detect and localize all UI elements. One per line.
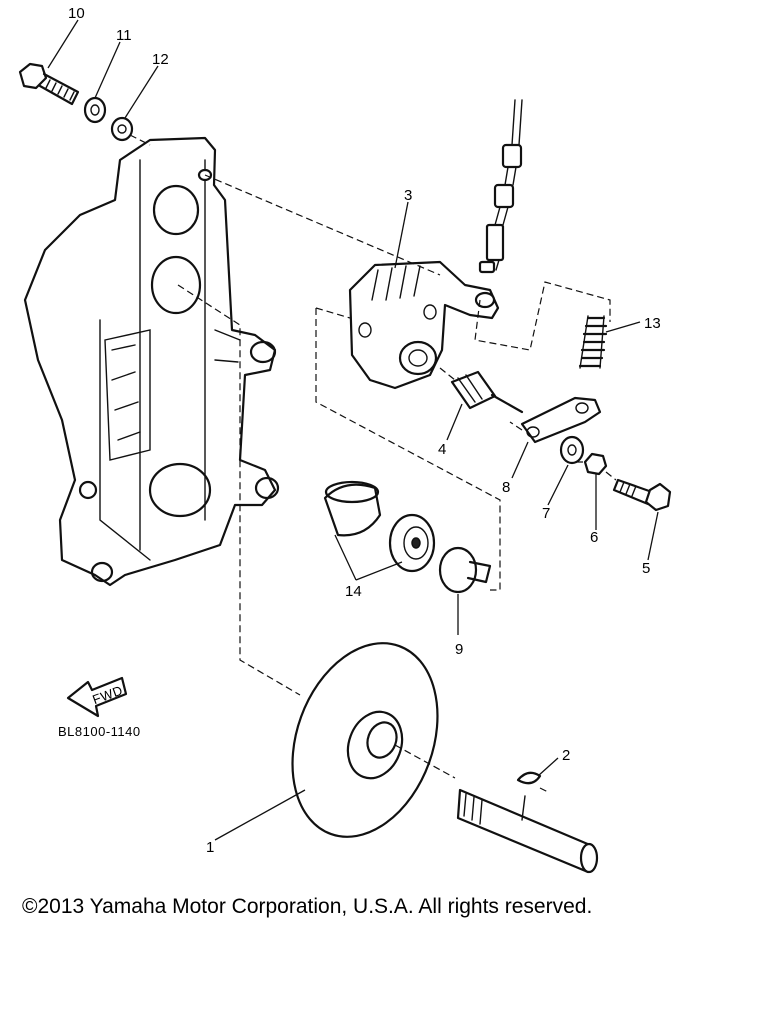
bearing-14 [388,513,436,573]
callout-7: 7 [542,505,550,522]
exploded-parts-diagram: FWD BL8100-1140 10 11 12 3 13 4 8 [18,5,672,874]
callout-13: 13 [644,315,661,332]
callout-10: 10 [68,5,85,22]
bolt-10 [18,62,80,106]
washer-7 [559,435,585,465]
callout-4: 4 [438,441,446,458]
cap-14 [323,480,382,537]
output-shaft [456,788,599,874]
link-plate-8 [520,396,602,444]
callout-9: 9 [455,641,463,658]
callout-8: 8 [502,479,510,496]
lever-bracket-3 [348,260,500,390]
callout-14: 14 [345,583,362,600]
fwd-label: FWD [90,682,124,707]
callout-2: 2 [562,747,570,764]
key-2 [516,771,542,785]
diagram-code: BL8100-1140 [58,724,141,739]
callout-5: 5 [642,560,650,577]
bolt-5 [612,478,672,512]
washer-12 [110,116,134,142]
fwd-arrow-icon: FWD [66,676,128,718]
housing-casting [23,136,280,587]
nut-6 [583,452,608,476]
callout-3: 3 [404,187,412,204]
callout-6: 6 [590,529,598,546]
cam-9 [438,546,492,594]
spring-13 [578,315,608,369]
spring-washer-11 [83,96,107,124]
throttle-cable [478,99,523,274]
callout-11: 11 [116,27,132,44]
copyright-notice: ©2013 Yamaha Motor Corporation, U.S.A. A… [22,895,593,918]
shaft-4 [450,370,524,414]
callout-12: 12 [152,51,169,68]
callout-1: 1 [206,839,214,856]
sheave-disc-1 [291,642,439,838]
